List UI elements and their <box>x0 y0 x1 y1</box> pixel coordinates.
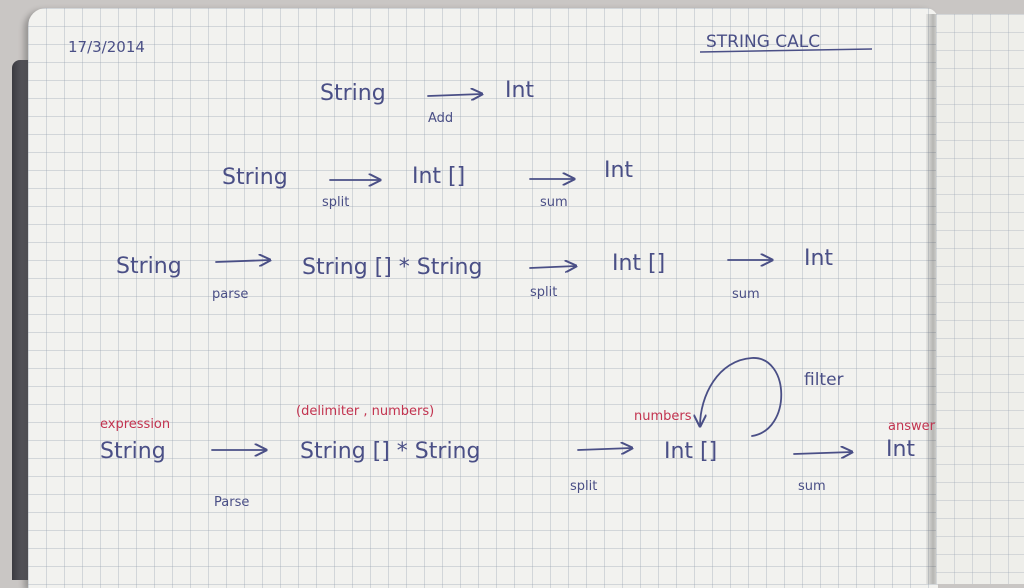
facing-page <box>936 14 1024 584</box>
row2-mid: Int [] <box>412 164 465 189</box>
row4-from-note: expression <box>100 417 170 432</box>
row4-op1: Parse <box>214 495 249 510</box>
row4-loop-label: filter <box>804 370 844 390</box>
row3-mid2: Int [] <box>612 251 665 276</box>
row4-mid2: Int [] <box>664 439 717 464</box>
row1-from: String <box>320 81 386 106</box>
row3-op1: parse <box>212 287 248 302</box>
row4-from: String <box>100 439 166 464</box>
row3-mid1: String [] * String <box>302 255 482 280</box>
page-title: STRING CALC <box>706 32 820 52</box>
row4-mid1: String [] * String <box>300 439 480 464</box>
row3-op3: sum <box>732 287 760 302</box>
title-underline <box>699 48 873 53</box>
row2-op2: sum <box>540 195 568 210</box>
row3-from: String <box>116 254 182 279</box>
row2-from: String <box>222 165 288 190</box>
row2-to: Int <box>604 158 633 183</box>
row4-arrow3 <box>793 452 852 454</box>
filter-loop-arrow <box>700 357 783 437</box>
row2-op1: split <box>322 195 349 210</box>
row1-to: Int <box>505 78 534 103</box>
row4-arrow2 <box>577 448 632 450</box>
handwritten-diagram: 17/3/2014 STRING CALC String Add Int Str… <box>68 32 936 510</box>
row4-op3: sum <box>798 479 826 494</box>
row3-op2: split <box>530 285 557 300</box>
row4-mid2-note: numbers <box>634 409 692 424</box>
row1-op: Add <box>428 111 453 126</box>
row3-to: Int <box>804 246 833 271</box>
notebook-page <box>28 8 938 588</box>
row4-mid1-note: (delimiter , numbers) <box>296 404 434 419</box>
date-label: 17/3/2014 <box>68 38 145 56</box>
row3-arrow2 <box>529 266 576 268</box>
row4-to: Int <box>886 437 915 462</box>
row4-op2: split <box>570 479 597 494</box>
notebook-spine <box>12 60 30 580</box>
row4-to-note: answer <box>888 419 936 434</box>
row3-arrow1 <box>215 260 270 262</box>
row1-arrow <box>427 94 482 96</box>
